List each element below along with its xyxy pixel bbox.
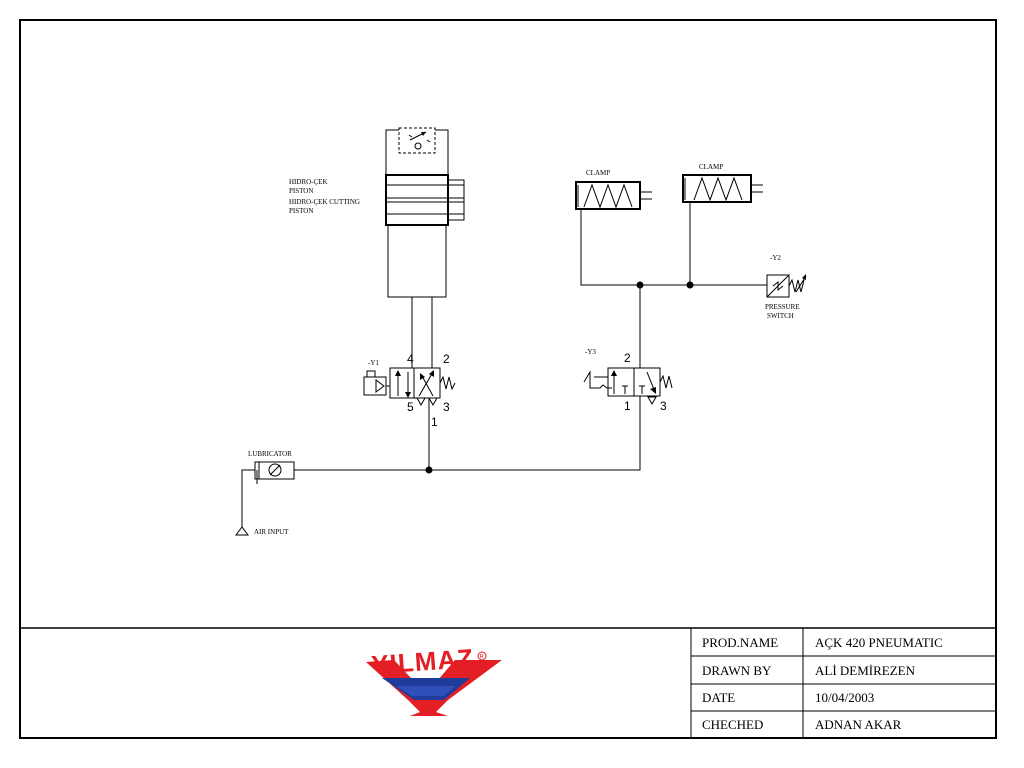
junction-clamp-2 [686, 281, 694, 289]
junction-supply [425, 466, 433, 474]
svg-text:R: R [480, 655, 485, 661]
pressure-switch-label-2: SWITCH [767, 312, 794, 320]
cylinder-label-1: HIDRO-ÇEK [289, 178, 328, 186]
title-block-drawn-by-key: DRAWN BY [702, 663, 772, 678]
title-block-checked-value: ADNAN AKAR [815, 717, 902, 732]
cylinder-label-2: PISTON [289, 187, 313, 195]
title-block [690, 628, 996, 738]
title-block-drawn-by-value: ALİ DEMİREZEN [815, 663, 916, 678]
valve-y1-port-3: 3 [443, 400, 450, 414]
lubricator [241, 461, 295, 527]
valve-y1-port-1: 1 [431, 415, 438, 429]
valve-y3-tag: -Y3 [585, 348, 596, 356]
clamp-right [682, 174, 763, 285]
air-input-label: AIR INPUT [254, 528, 289, 536]
air-input-icon [235, 526, 249, 536]
supply-line [294, 396, 641, 471]
title-block-prod-name-value: AÇK 420 PNEUMATIC [815, 635, 943, 650]
logo-text: YILMAZ [370, 643, 475, 680]
valve-y3 [583, 367, 673, 406]
pressure-switch-label-1: PRESSURE [765, 303, 800, 311]
lubricator-label: LUBRICATOR [248, 450, 292, 458]
clamp-left [575, 181, 652, 286]
cylinder-label-4: PISTON [289, 207, 313, 215]
valve-y1-port-5: 5 [407, 400, 414, 414]
clamp-right-label: CLAMP [699, 163, 723, 171]
pressure-switch-tag: -Y2 [770, 254, 781, 262]
valve-y1 [363, 367, 456, 407]
cylinder-label-3: HIDRO-ÇEK CUTTING [289, 198, 360, 206]
pressure-switch [766, 274, 807, 298]
valve-y1-port-2: 2 [443, 352, 450, 366]
valve-y3-port-3: 3 [660, 399, 667, 413]
title-block-date-key: DATE [702, 690, 735, 705]
valve-y1-port-4: 4 [407, 352, 414, 366]
hidro-cek-cylinder [385, 127, 465, 368]
yilmaz-logo: YILMAZ R [366, 643, 502, 716]
title-block-prod-name-key: PROD.NAME [702, 635, 778, 650]
valve-y3-port-2: 2 [624, 351, 631, 365]
sheet-border [19, 19, 997, 739]
valve-y3-port-1: 1 [624, 399, 631, 413]
title-block-date-value: 10/04/2003 [815, 690, 874, 705]
clamp-left-label: CLAMP [586, 169, 610, 177]
title-block-checked-key: CHECHED [702, 717, 763, 732]
valve-y1-tag: -Y1 [368, 359, 379, 367]
